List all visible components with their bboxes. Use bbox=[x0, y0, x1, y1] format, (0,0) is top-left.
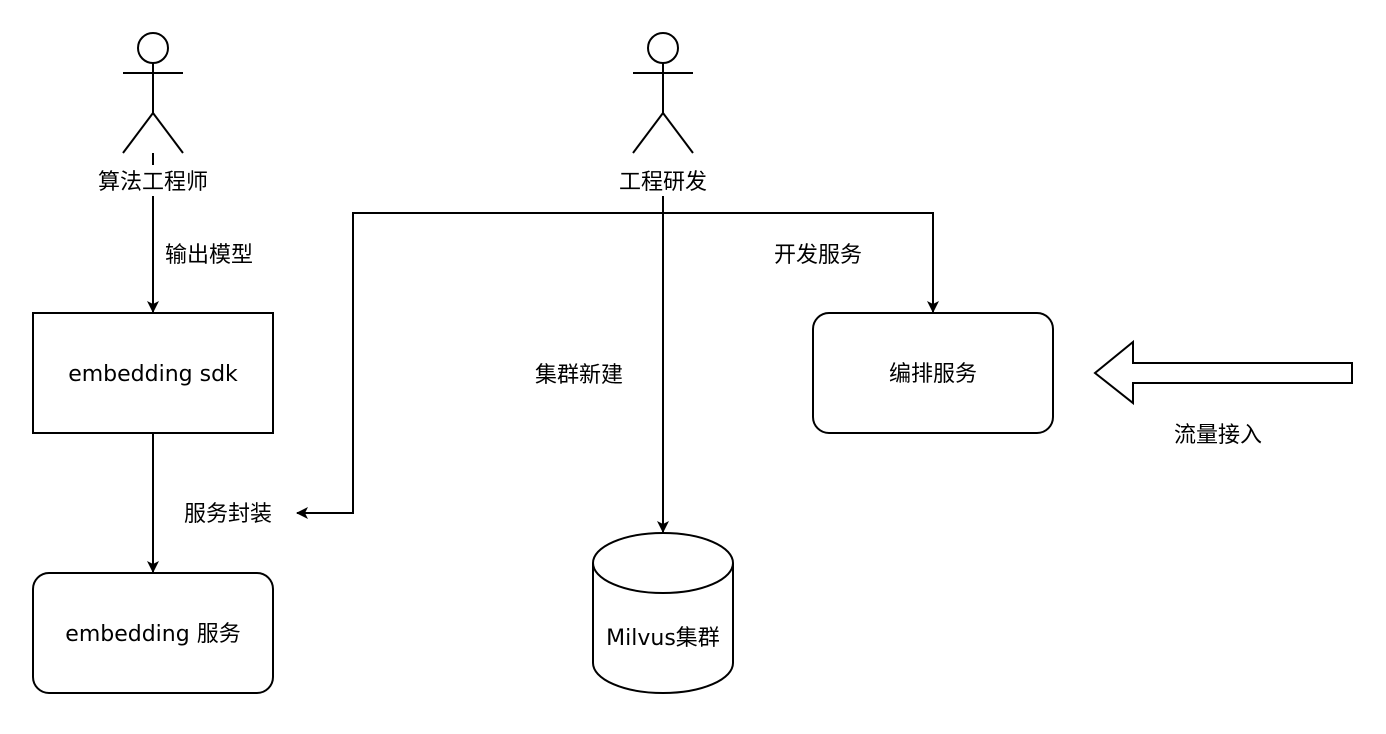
edge-label-develop-service: 开发服务 bbox=[774, 243, 862, 268]
node-label-orchestration-service: 编排服务 bbox=[889, 362, 977, 387]
node-embedding-service bbox=[32, 572, 274, 694]
edge-label-traffic-in: 流量接入 bbox=[1174, 423, 1262, 448]
actor-label-engineering-dev: 工程研发 bbox=[619, 170, 707, 195]
edge-label-service-wrap: 服务封装 bbox=[184, 502, 272, 527]
actor-label-algorithm-engineer: 算法工程师 bbox=[98, 170, 208, 195]
node-milvus-cluster bbox=[592, 532, 734, 694]
node-label-embedding-sdk: embedding sdk bbox=[68, 362, 238, 387]
edge-label-cluster-create: 集群新建 bbox=[535, 363, 623, 388]
actor-engineering-dev bbox=[632, 32, 694, 154]
actor-algorithm-engineer bbox=[122, 32, 184, 154]
edge-service-wrap bbox=[296, 212, 663, 519]
node-orchestration-service bbox=[812, 312, 1054, 434]
edge-label-output-model: 输出模型 bbox=[165, 243, 253, 268]
edge-develop-service bbox=[663, 212, 939, 313]
node-label-milvus-cluster: Milvus集群 bbox=[606, 626, 720, 651]
node-label-embedding-service: embedding 服务 bbox=[65, 622, 240, 647]
traffic-in-arrow bbox=[1093, 339, 1353, 406]
